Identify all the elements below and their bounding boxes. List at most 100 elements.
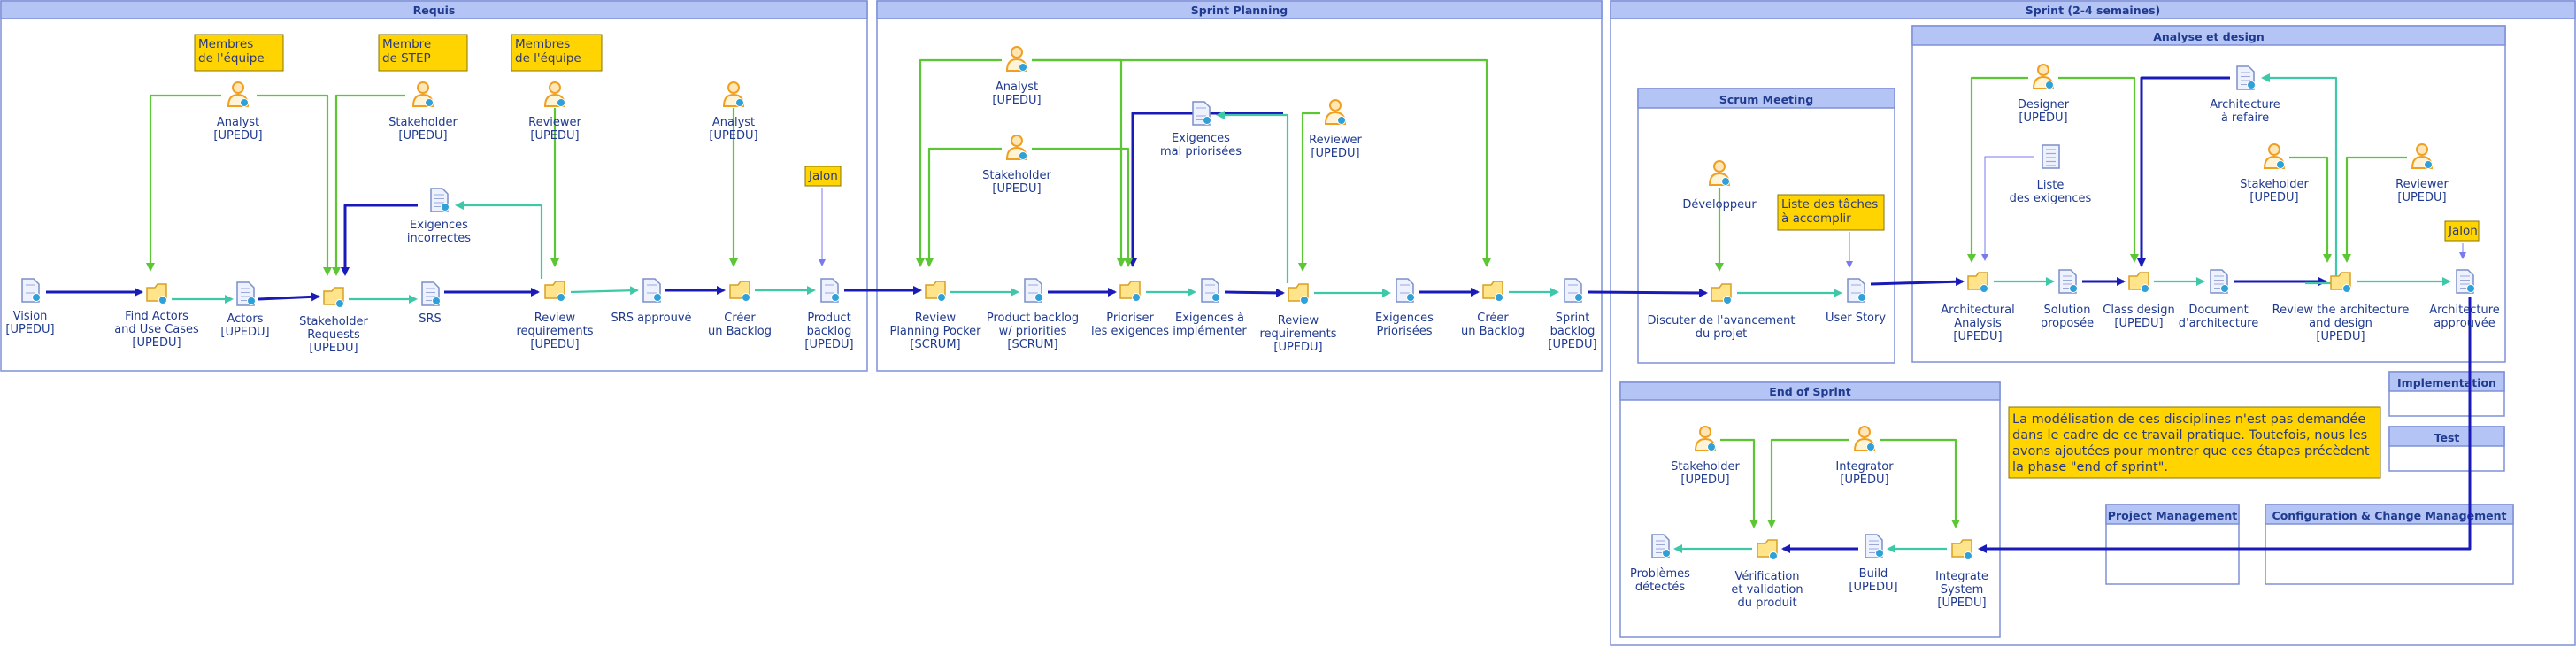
artifact-srs-approuve[interactable]: SRS approuvé (611, 278, 692, 325)
flow-arrow-role (146, 94, 221, 272)
node-label: [UPEDU] (1849, 581, 1897, 594)
artifact-build[interactable]: Build[UPEDU] (1849, 534, 1898, 594)
artifact-user-story[interactable]: User Story (1826, 278, 1886, 325)
flow-arrow-main (1588, 288, 1708, 297)
role-icon (2032, 64, 2055, 89)
flow-arrow-role (1032, 58, 1491, 267)
flow-arrow-role (925, 147, 1002, 267)
role-designer[interactable]: Designer[UPEDU] (2018, 64, 2070, 125)
role-reviewer1[interactable]: Reviewer[UPEDU] (528, 81, 582, 142)
node-label: [UPEDU] (992, 94, 1041, 107)
artifact-srs[interactable]: SRS (419, 281, 442, 326)
node-label: Build (1859, 567, 1888, 581)
node-label: [UPEDU] (2397, 191, 2446, 204)
artifact-icon (1847, 278, 1866, 303)
node-label: [UPEDU] (2249, 191, 2298, 204)
task-icon (146, 283, 167, 304)
node-label: Solution (2044, 304, 2091, 317)
role-stakeholder3[interactable]: Stakeholder[UPEDU] (2240, 143, 2310, 204)
role-stakeholder2[interactable]: Stakeholder[UPEDU] (982, 135, 1052, 196)
node-label: Reviewer (1309, 134, 1362, 147)
role-reviewer2[interactable]: Reviewer[UPEDU] (1309, 99, 1363, 160)
artifact-icon (642, 278, 662, 303)
artifact-icon (1564, 278, 1583, 303)
node-label: Priorisées (1376, 325, 1432, 338)
node-label: [UPEDU] (220, 326, 269, 339)
node-label: d'architecture (2179, 317, 2259, 330)
artifact-icon (2210, 269, 2229, 294)
node-label: un Backlog (1461, 325, 1525, 338)
node-label: Stakeholder (388, 116, 458, 129)
flow-arrow-main (341, 204, 418, 276)
node-label: Stakeholder (982, 169, 1051, 182)
panel-analyse-design: Analyse et design (1911, 25, 2506, 363)
node-label: [UPEDU] (309, 342, 358, 355)
node-label: du projet (1696, 327, 1748, 341)
node-label: [UPEDU] (2019, 112, 2067, 125)
node-label: Exigences (1172, 132, 1230, 145)
role-icon (1694, 426, 1717, 451)
flow-arrow-role (332, 94, 405, 276)
role-stakeholder4[interactable]: Stakeholder[UPEDU] (1671, 426, 1741, 487)
node-label: [UPEDU] (709, 129, 757, 142)
node-label: Find Actors (125, 310, 188, 323)
role-integrator[interactable]: Integrator[UPEDU] (1835, 426, 1894, 487)
role-reviewer3[interactable]: Reviewer[UPEDU] (2395, 143, 2449, 204)
role-icon (1005, 46, 1028, 72)
node-label: [UPEDU] (1680, 474, 1729, 487)
node-label: Vérification (1734, 570, 1799, 583)
node-label: [UPEDU] (1311, 147, 1359, 160)
role-icon (1853, 426, 1876, 451)
role-stakeholder1[interactable]: Stakeholder[UPEDU] (388, 81, 458, 142)
task-icon (1757, 539, 1778, 560)
role-analyst3[interactable]: Analyst[UPEDU] (992, 46, 1042, 107)
node-label: un Backlog (708, 325, 772, 338)
node-label: [UPEDU] (2316, 330, 2365, 343)
artifact-vision[interactable]: Vision[UPEDU] (5, 278, 55, 336)
role-icon (1708, 160, 1731, 186)
flow-arrow-role (1298, 112, 1320, 272)
panel-title: Sprint Planning (1191, 4, 1288, 17)
role-analyst1[interactable]: Analyst[UPEDU] (213, 81, 263, 142)
flow-arrow-role (2058, 76, 2139, 263)
node-label: Exigences (410, 219, 468, 232)
node-label: [UPEDU] (530, 129, 579, 142)
task-class-design[interactable]: Class design[UPEDU] (2103, 272, 2175, 330)
note-text: à accomplir (1781, 212, 1851, 226)
node-label: Créer (1477, 312, 1509, 325)
node-label: mal priorisées (1160, 145, 1242, 158)
node-label: Architecture (2429, 304, 2500, 317)
role-analyst2[interactable]: Analyst[UPEDU] (709, 81, 758, 142)
role-developpeur[interactable]: Développeur (1682, 160, 1757, 212)
artifact-actors[interactable]: Actors[UPEDU] (220, 281, 270, 339)
task-icon (925, 281, 946, 302)
